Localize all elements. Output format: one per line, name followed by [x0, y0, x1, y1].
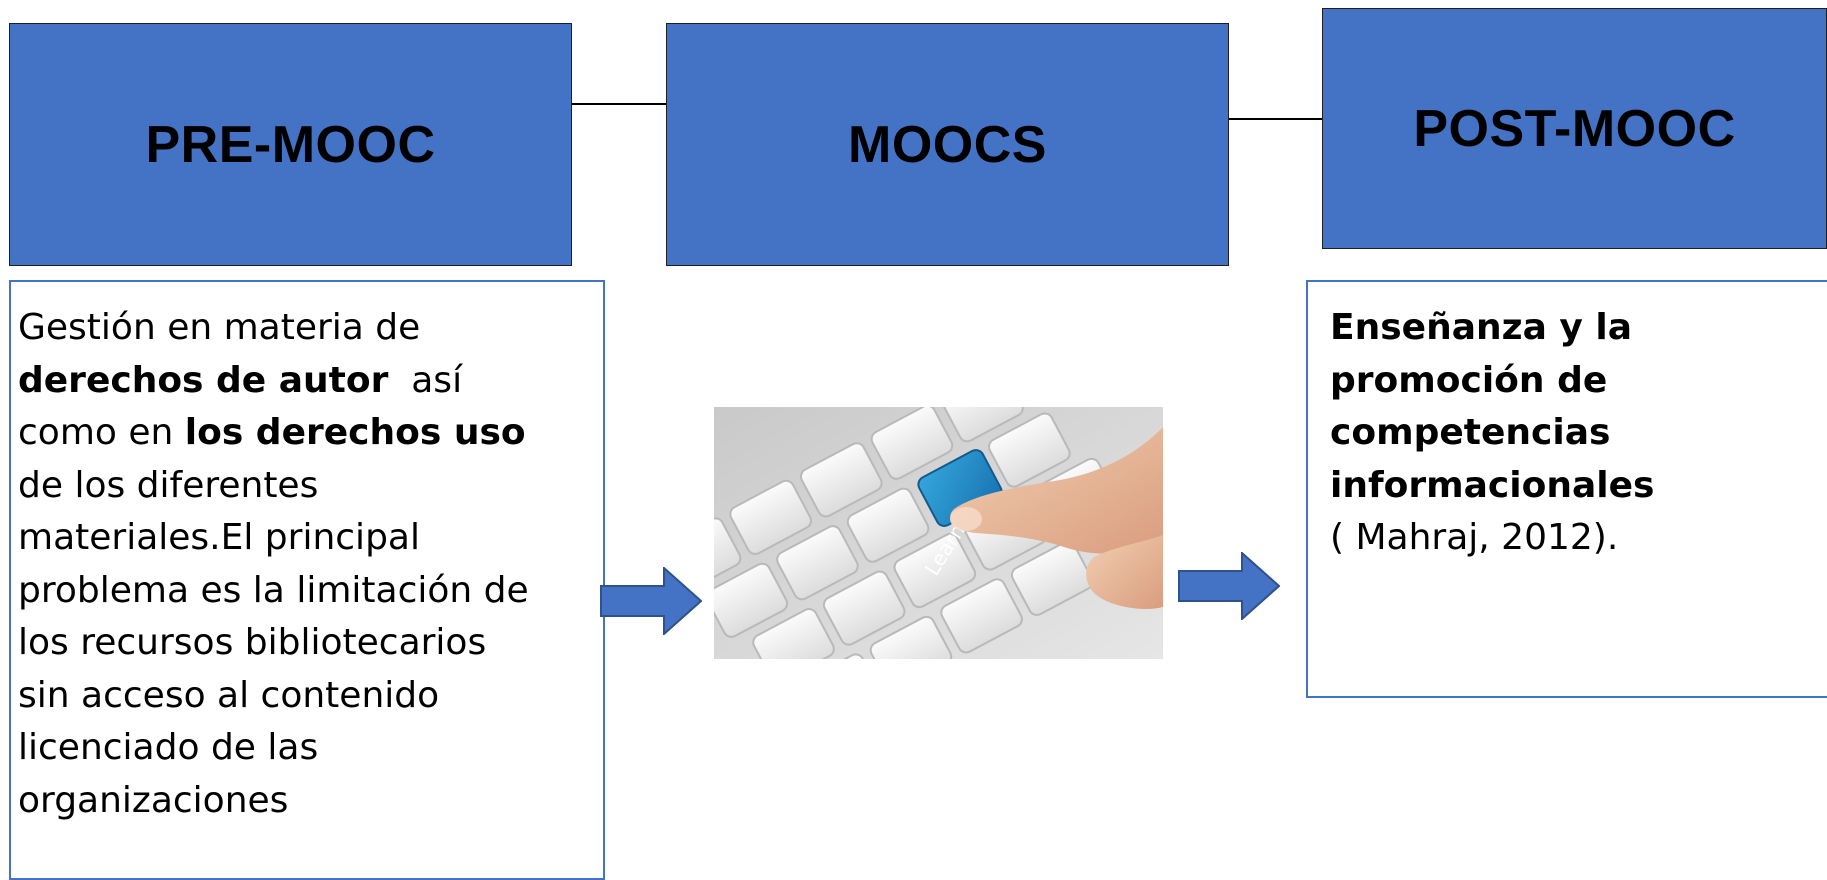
text-line: Enseñanza y la — [1330, 307, 1633, 348]
text-line: competencias — [1330, 412, 1611, 454]
text-line: los recursos bibliotecarios — [18, 622, 487, 664]
right-arrow-icon — [600, 567, 702, 635]
text-line: como en los derechos uso — [18, 412, 526, 454]
post-mooc-title: POST-MOOC — [1413, 99, 1736, 158]
bold-term: derechos de autor — [18, 359, 389, 401]
text-line: sin acceso al contenido — [18, 674, 440, 716]
right-arrow-icon — [1178, 552, 1280, 620]
post-mooc-box: POST-MOOC — [1322, 8, 1827, 249]
text-line: Gestión en materia de — [18, 307, 421, 348]
connector-line-2 — [1229, 118, 1322, 120]
bold-term: los derechos uso — [184, 412, 526, 454]
text-line: problema es la limitación de — [18, 569, 529, 611]
connector-line-1 — [572, 103, 666, 105]
citation: ( Mahraj, 2012). — [1330, 517, 1619, 559]
pre-mooc-title: PRE-MOOC — [145, 115, 436, 174]
text-line: informacionales — [1330, 464, 1655, 506]
post-mooc-description: Enseñanza y la promoción de competencias… — [1306, 280, 1827, 698]
pre-mooc-description: Gestión en materia de derechos de autor … — [9, 280, 605, 880]
text-line: promoción de — [1330, 359, 1608, 401]
text-line: de los diferentes — [18, 464, 319, 506]
moocs-box: MOOCS — [666, 23, 1229, 266]
keyboard-learn-photo: Learn — [714, 407, 1163, 659]
text-line: organizaciones — [18, 779, 289, 821]
text-line: licenciado de las — [18, 727, 319, 769]
text-line: derechos de autor así — [18, 359, 463, 401]
text-line: materiales.El principal — [18, 517, 420, 559]
moocs-title: MOOCS — [848, 115, 1047, 174]
pre-mooc-box: PRE-MOOC — [9, 23, 572, 266]
